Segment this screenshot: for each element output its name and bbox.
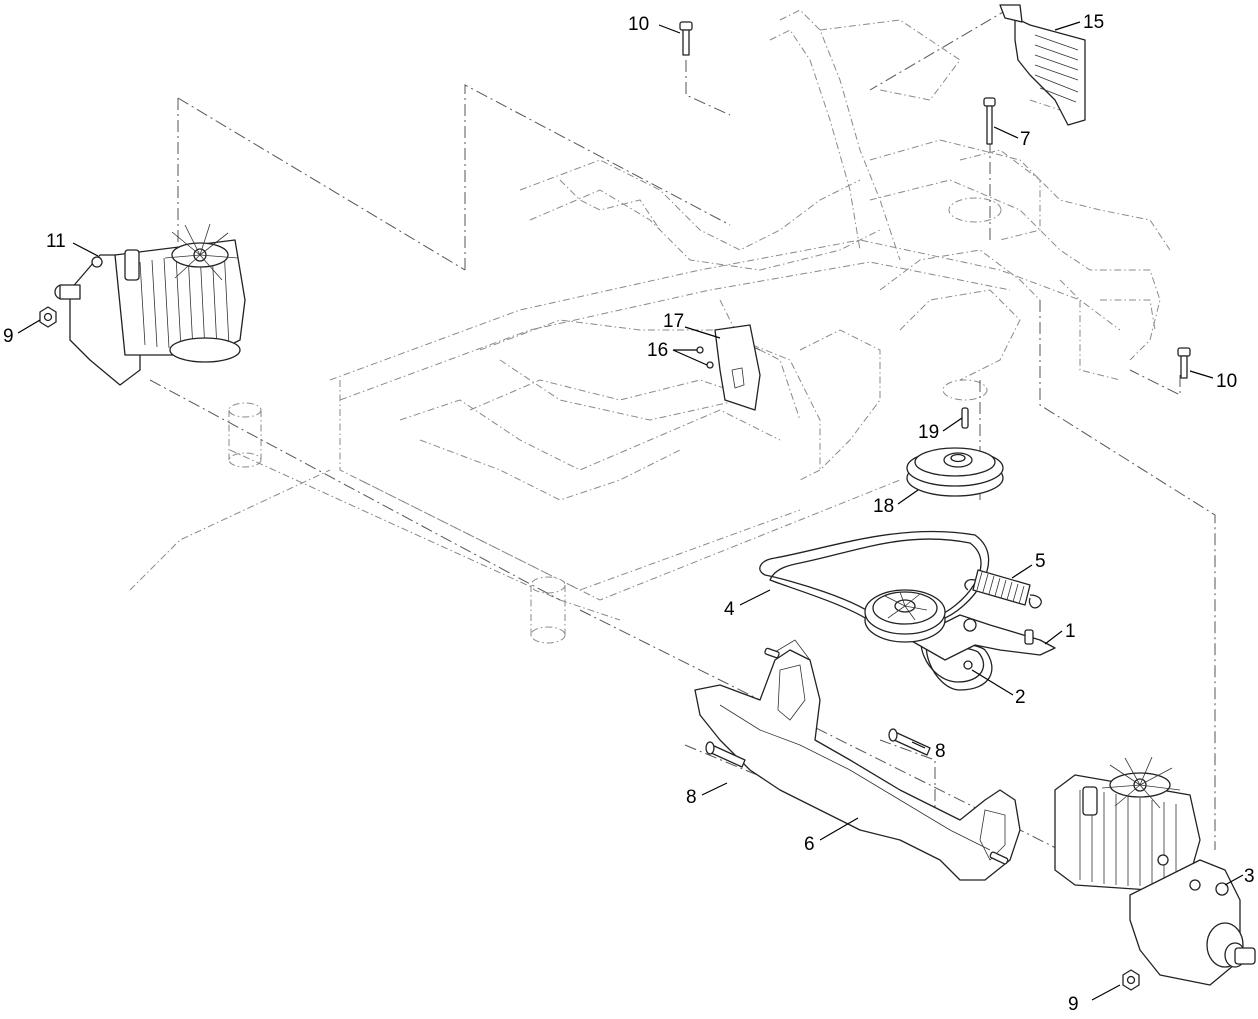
callout-10-top: 10 (628, 14, 649, 35)
pin-8-left (705, 741, 746, 768)
bolt-7 (983, 97, 996, 145)
callout-2: 2 (1015, 687, 1026, 708)
left-transaxle-part (54, 223, 246, 386)
drive-pulley-part (906, 447, 1004, 497)
callout-11: 11 (46, 231, 66, 252)
callout-16: 16 (647, 340, 668, 361)
callout-5: 5 (1035, 551, 1046, 572)
bolt-10-right (1177, 347, 1191, 379)
callout-9-left: 9 (3, 326, 14, 347)
nut-9-left (39, 306, 57, 328)
tension-spring-part (964, 569, 1042, 609)
callout-18: 18 (873, 496, 894, 517)
callout-8-right: 8 (935, 741, 946, 762)
transaxle-bracket-part (694, 639, 1021, 881)
callout-9-right: 9 (1068, 994, 1079, 1015)
callout-7: 7 (1020, 129, 1031, 150)
callout-17: 17 (663, 311, 684, 332)
pin-8-right (888, 728, 931, 756)
idler-arm-assembly-part (864, 589, 1056, 670)
bolt-10-top (679, 21, 693, 56)
key-part (961, 407, 969, 429)
leader-lines (17, 21, 1244, 1001)
callout-19: 19 (918, 422, 939, 443)
right-transaxle-part (1054, 756, 1256, 986)
callout-10-right: 10 (1216, 371, 1237, 392)
callout-3: 3 (1244, 866, 1255, 887)
callout-8-left: 8 (686, 787, 697, 808)
frame-phantom (129, 9, 1171, 644)
callout-4: 4 (724, 599, 735, 620)
callout-6: 6 (804, 834, 815, 855)
nut-9-right (1122, 969, 1140, 991)
callout-15: 15 (1083, 12, 1104, 33)
guard-plate-part (999, 4, 1086, 126)
callout-labels: 10 15 7 11 9 17 16 10 19 18 5 4 1 2 8 8 … (3, 12, 1255, 1015)
shield-plate-part (696, 324, 761, 411)
callout-1: 1 (1065, 621, 1076, 642)
